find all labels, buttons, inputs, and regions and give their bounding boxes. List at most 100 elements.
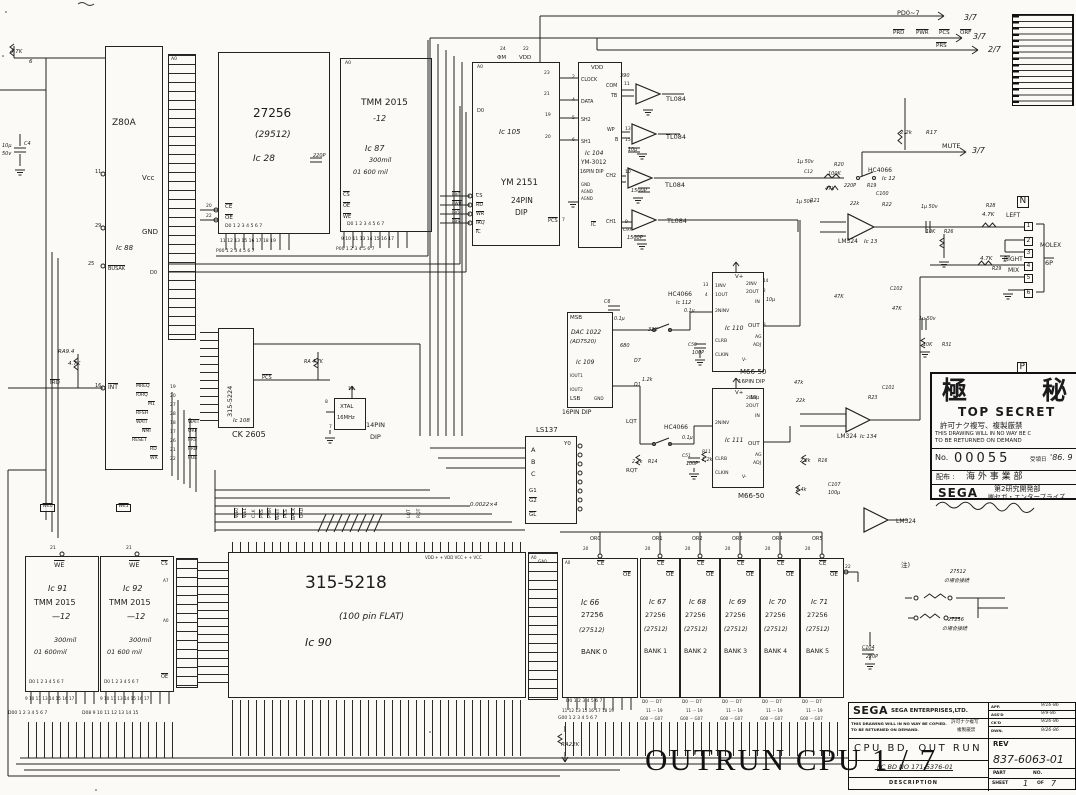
schematic-label: 10µ [766,298,776,303]
address-buffer-c: A0 [528,552,558,700]
tb-sheet-label: SHEET [992,781,1009,786]
tb-partno-row: PART NO. [989,769,1076,779]
pin-fringe-ram-bottom [28,722,176,758]
schematic-label: Ic 134 [860,434,877,440]
ic-xtal-16mhz-label: XTAL [340,404,354,410]
schematic-label: 100P [686,462,699,467]
schematic-label: 4.7K [10,49,23,55]
schematic-label: WAIT [188,420,200,425]
schematic-label: WE1 [116,504,132,512]
tb-ckd-label: CK'D [991,719,1002,725]
schematic-label: 33K [648,327,658,333]
ic-z80a-label: IORQ [136,393,148,398]
schematic-label: HC4066 [868,167,892,174]
schematic-label: PRS [260,509,265,518]
ic-ls137-label: G1 [529,488,537,494]
ic-tmm2015-92-label: A7 [163,578,169,583]
tb-title-row: CPU BD OUT RUN [849,739,989,761]
ic-tmm2015-91-label: WE [54,561,65,569]
schematic-label: 1 [1024,222,1033,231]
schematic-label: R29 [992,267,1002,272]
ic-ym3012-label: 16PIN DIP [580,170,604,175]
schematic-label: 20 [765,546,771,551]
rom-bank-0-label: 27256 [581,611,604,619]
schematic-label: 47k [794,380,804,386]
schematic-label: LM324 [838,238,858,245]
rom-bank-2-label: CE [697,561,705,567]
schematic-label: 11 12 13 15 16 17 18 19 [562,708,614,713]
schematic-label: 22 [206,214,212,219]
rom-bank-0-label: Ic 66 [581,598,600,607]
ic-27256-label: D0 1 2 3 4 5 6 7 [225,224,263,229]
ic-z80a-label: NMI [142,429,151,434]
ic-ym2151-label: 24PIN [511,196,533,205]
schematic-label: 100P [692,351,705,356]
schematic-label: D0 ···· D7 [762,699,782,704]
ic-27256-label: CE [225,204,233,210]
ic-ls137-label: G2 [529,498,537,504]
ic-27256-label: 27256 [253,106,292,120]
ic-ym3012-label: SH2 [581,118,591,123]
sega-logo-stamp: SEGA [938,486,978,500]
tb-disclaimer-row: THIS DRAWING WILL IN NO WAY BE COPIED. T… [849,719,989,739]
schematic-label: 1500P [627,235,643,241]
ic-z80a-label: RESET [132,438,147,443]
address-buffer-a-label: A0 [171,57,177,62]
bus-ram-5218 [198,562,228,690]
schematic-label: TL084 [666,133,686,141]
tb-assd-label: ASS'D [991,711,1004,717]
pin-fringe-5218-bottom [232,700,528,756]
schematic-label: PCS [284,509,289,518]
schematic-label: C104 [862,646,875,651]
tb-desc-row: DESCRIPTION [849,777,989,791]
schematic-label: 24 [500,47,506,52]
ic-z80a-label: MREQ [136,384,150,389]
stamp-number: 00055 [954,451,1011,466]
schematic-label: 21 [50,546,56,551]
schematic-label: HC4066 [668,291,692,298]
schematic-label: VDD [519,55,532,61]
schematic-label: 4.7K [982,212,995,218]
stamp-date: '86. 9 [1050,453,1073,462]
ic-m66-50-a-label: AG [755,335,762,340]
stamp-top-secret: TOP SECRET [958,405,1056,419]
ic-27256-label: OE [225,215,233,221]
schematic-label: 5 [572,116,575,121]
schematic-label: 4 [705,292,708,297]
schematic-label: 13 [625,127,631,132]
stamp-dept: 第2研究開発部 [994,485,1041,493]
schematic-label: R28 [986,204,996,209]
schematic-label: 22k [850,201,860,207]
schematic-label: 21 [126,546,132,551]
tb-disclaimer-2: TO BE RETURNED ON DEMAND. [851,727,919,732]
schematic-label: 680 [620,343,630,349]
schematic-label: 4 [1024,262,1033,271]
ic-m66-50-b-label: V- [742,475,747,480]
stamp-en-line1: THIS DRAWING WILL IN NO WAY BE C [935,431,1032,437]
schematic-label: 2 [763,288,766,293]
schematic-label: 15 [625,138,631,143]
ic-ym2151-label: D0 [477,108,485,114]
schematic-label: 21 [544,92,550,97]
tb-sheet-total: 7 [1051,779,1057,788]
schematic-label: PWR [916,30,929,36]
schematic-label: R16 [818,459,828,464]
rom-bank-5-label: CE [819,561,827,567]
ic-ym3012-label: SH1 [581,140,591,145]
rom-bank-1-label: (27512) [644,626,668,633]
schematic-label: D7 [634,359,641,364]
ic-315-5218-label: (100 pin FLAT) [339,612,405,622]
ic-ym3012-label: AGND [581,189,593,194]
ic-m66-50-a-label: 2NINV [715,309,730,314]
ic-27256-label: (29512) [255,130,291,140]
address-buffer-a: A0 [168,54,196,340]
schematic-label: Ic 12 [882,176,896,182]
schematic-label: G00 1 2 3 4 5 6 7 [558,716,598,721]
schematic-label: C51 [682,454,691,459]
schematic-label: 13 [703,282,709,287]
ic-m66-50-a-label: 2INV [746,282,757,287]
schematic-label: 10K [923,343,933,348]
